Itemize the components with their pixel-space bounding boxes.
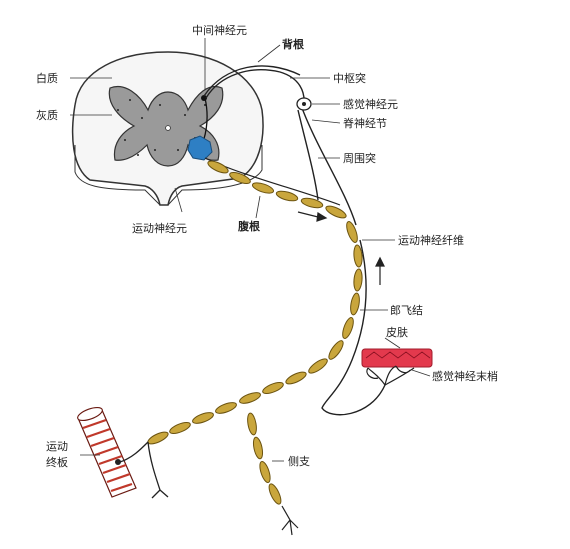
- labels: 中间神经元 背根 白质 中枢突 灰质 感觉神经元 脊神经节 周围突 运动神经元 …: [36, 23, 498, 469]
- skin-layer: [361, 348, 433, 368]
- end-plate-dot: [115, 459, 121, 465]
- label-node-of-ranvier: 郎飞结: [390, 303, 423, 317]
- central-process-fiber: [203, 65, 301, 97]
- muscle-cylinder: [77, 409, 137, 498]
- label-white-matter: 白质: [36, 71, 58, 85]
- motor-axon: [147, 157, 363, 505]
- label-skin: 皮肤: [386, 325, 408, 339]
- label-motor-end-plate-line1: 运动: [46, 440, 68, 453]
- label-peripheral-process: 周围突: [343, 151, 376, 165]
- label-spinal-ganglion: 脊神经节: [343, 116, 387, 130]
- label-ventral-root: 腹根: [238, 219, 261, 233]
- label-sensory-neuron: 感觉神经元: [343, 97, 398, 111]
- label-central-process: 中枢突: [333, 71, 366, 85]
- ganglion-nucleus: [302, 102, 306, 106]
- skin-texture: [365, 351, 431, 359]
- conduction-arrows: [297, 211, 385, 285]
- motor-neuron-body: [187, 135, 213, 161]
- sensory-ending-branches: [366, 365, 415, 386]
- muscle-fiber: [77, 406, 169, 499]
- end-plate-nerve: [119, 441, 169, 499]
- label-motor-end-plate-line2: 终板: [46, 455, 68, 469]
- myelin-segments-ventral: [207, 160, 347, 219]
- interneuron-body: [201, 95, 207, 101]
- label-motor-neuron: 运动神经元: [132, 221, 187, 235]
- label-sensory-ending: 感觉神经末梢: [432, 369, 498, 383]
- label-motor-fiber: 运动神经纤维: [398, 233, 464, 247]
- myelin-segments-collateral: [247, 412, 282, 505]
- label-dorsal-root: 背根: [282, 37, 305, 51]
- spinal-cord-rim: [74, 145, 263, 206]
- label-interneuron: 中间神经元: [192, 23, 247, 37]
- peripheral-process-line-2: [297, 109, 319, 201]
- leader-lines: [70, 38, 431, 462]
- muscle-striations: [82, 418, 133, 493]
- collateral-terminals: [281, 505, 299, 536]
- sensory-pathway: [203, 65, 386, 416]
- sensory-afferent-long: [321, 239, 386, 416]
- central-canal: [165, 125, 171, 131]
- skin-patch: [361, 348, 433, 368]
- peripheral-process-line-1: [301, 107, 357, 226]
- myelin-segments-descending: [147, 221, 363, 445]
- label-collateral: 侧支: [288, 455, 310, 468]
- dorsal-root-fiber: [205, 69, 305, 105]
- label-gray-matter: 灰质: [36, 108, 58, 122]
